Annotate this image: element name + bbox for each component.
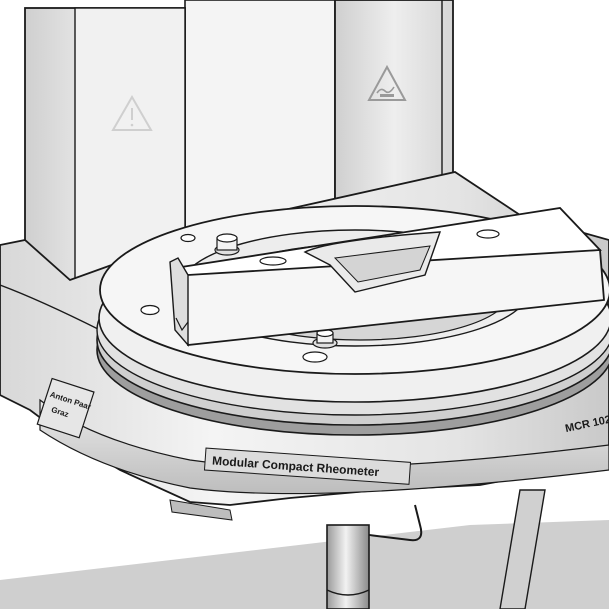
- base-top-edge: [0, 284, 101, 331]
- warning-triangle-icon: [111, 94, 153, 131]
- hole: [140, 304, 160, 316]
- drain-tube: [368, 504, 423, 542]
- shaft: [326, 524, 370, 609]
- holder-hole-left: [259, 256, 287, 266]
- holder-window-inner: [333, 245, 431, 283]
- holder-left-end: [169, 257, 189, 347]
- screw-front: [312, 328, 338, 349]
- hot-surface-warning-icon: [367, 64, 407, 101]
- support-leg: [499, 489, 546, 609]
- table-shadow: [0, 520, 609, 609]
- screw-top: [214, 233, 240, 256]
- shaft-collar: [326, 589, 370, 596]
- left-foot: [169, 499, 233, 521]
- holder-notch: [175, 317, 189, 332]
- brand-badge: Anton Paar Graz: [36, 377, 95, 439]
- holder-hole-right: [476, 229, 500, 239]
- back-panel: [184, 0, 336, 231]
- base-lower-band: [39, 398, 609, 495]
- hole: [180, 233, 196, 243]
- hole: [302, 351, 328, 363]
- sample-holder: [169, 207, 605, 347]
